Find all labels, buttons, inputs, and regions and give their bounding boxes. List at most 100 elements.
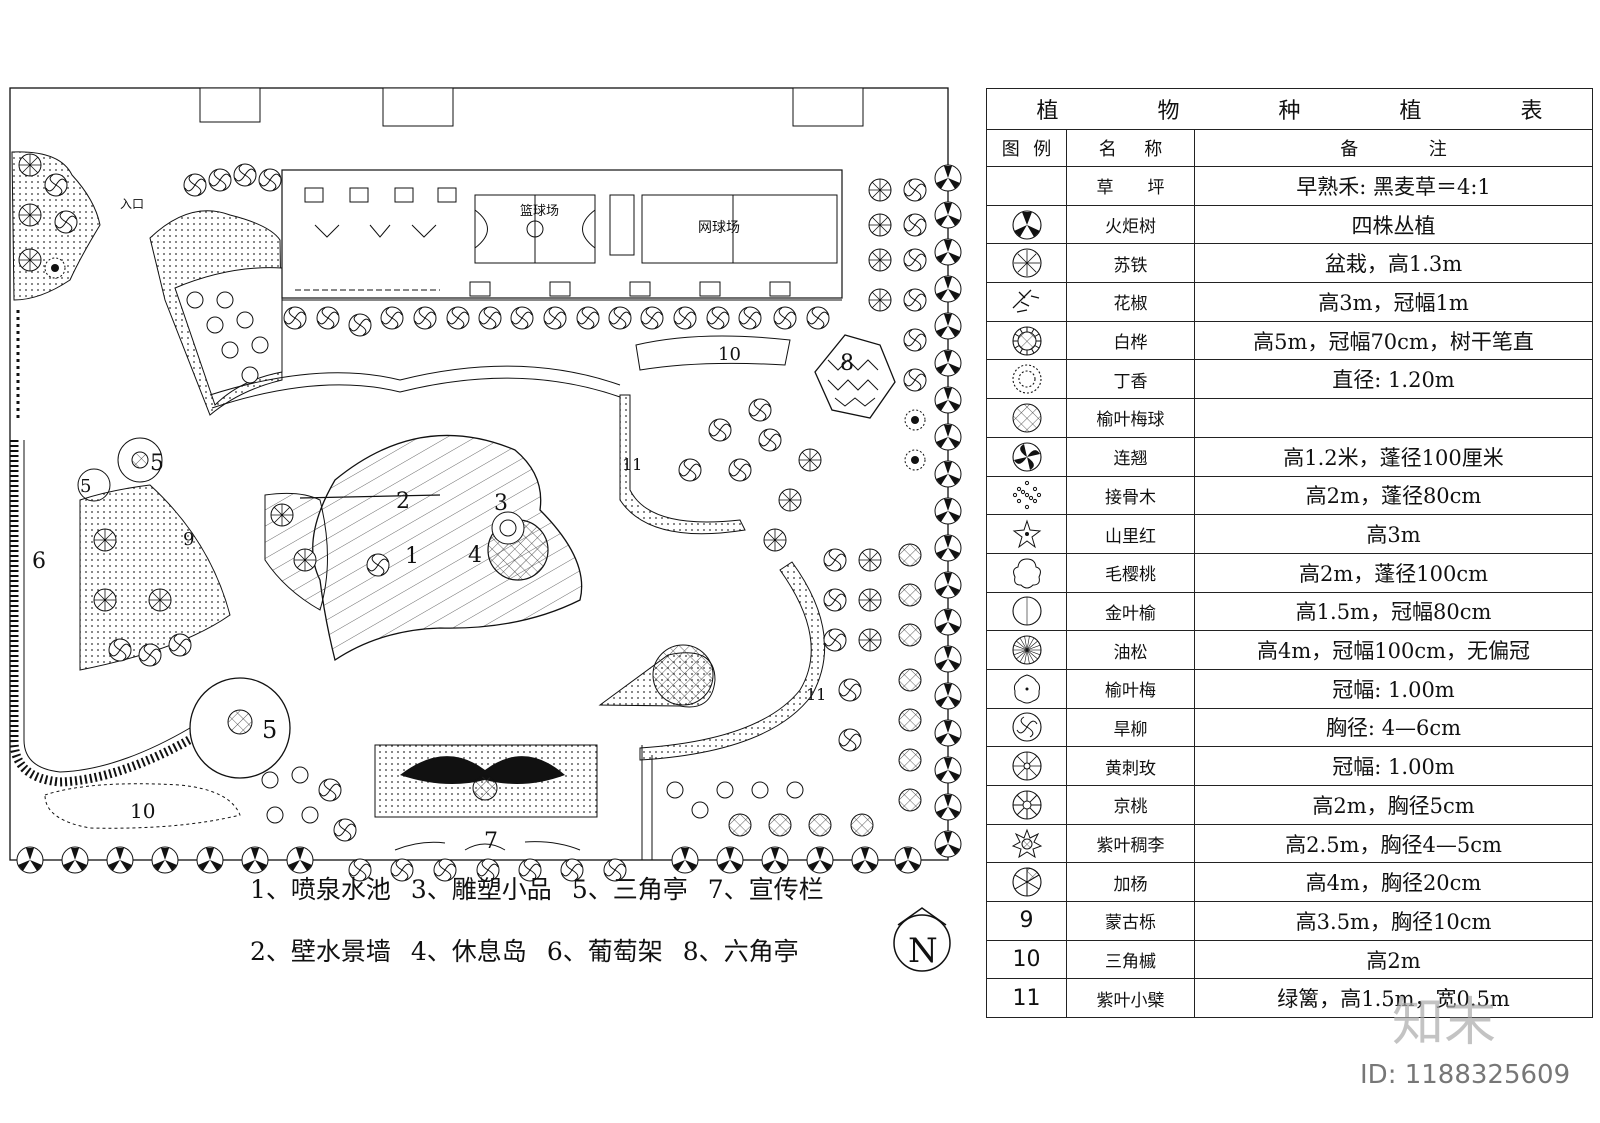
title-char: 备	[1340, 139, 1359, 160]
willow-icon	[986, 707, 1067, 748]
title-char: 注	[1428, 139, 1447, 160]
table-row: 油松高4m，冠幅100cm，无偏冠	[986, 630, 1594, 670]
table-row: 丁香直径: 1.20m	[986, 359, 1594, 400]
sports-area	[281, 169, 843, 299]
title-char: 名	[1098, 139, 1117, 160]
elder-icon	[986, 475, 1067, 516]
svg-text:8: 8	[840, 351, 854, 376]
title-char: 物	[1157, 99, 1180, 124]
plant-name: 京桃	[1066, 785, 1195, 825]
peach-icon	[986, 785, 1067, 825]
plant-note	[1193, 398, 1594, 438]
plant-name: 火炬树	[1066, 204, 1195, 245]
elm-ball-icon	[986, 398, 1067, 438]
plant-name: 苏铁	[1066, 243, 1195, 284]
table-row: 连翘高1.2米，蓬径100厘米	[986, 436, 1594, 477]
legend-item: 5、三角亭	[571, 875, 688, 904]
table-row: 旱柳胸径: 4—6cm	[986, 707, 1594, 748]
torch-tree-icon	[986, 204, 1067, 245]
plant-note: 高4m，胸径20cm	[1193, 862, 1594, 903]
title-char: 种	[1278, 99, 1301, 124]
plant-name: 山里红	[1066, 514, 1195, 554]
watermark-id: ID: 1188325609	[1360, 1060, 1571, 1090]
pine-icon	[986, 630, 1067, 670]
plant-note: 高1.5m，冠幅80cm	[1193, 591, 1594, 632]
plant-name: 榆叶梅	[1066, 668, 1195, 709]
plant-note: 高1.2米，蓬径100厘米	[1193, 436, 1594, 477]
plant-note: 绿篱，高1.5m，宽0.5m	[1193, 978, 1594, 1019]
header-note: 备注	[1196, 135, 1592, 161]
tennis-label: 网球场	[698, 220, 740, 236]
svg-text:3: 3	[494, 491, 508, 516]
table-row: 榆叶梅球	[986, 398, 1594, 438]
plant-note: 冠幅: 1.00m	[1193, 746, 1594, 786]
basketball-label: 篮球场	[520, 204, 559, 219]
plant-name: 草 坪	[1066, 166, 1195, 206]
plum-icon	[986, 823, 1067, 864]
plant-name: 金叶榆	[1066, 591, 1195, 632]
plant-name: 接骨木	[1066, 475, 1195, 516]
plant-note: 高3m	[1193, 514, 1594, 554]
svg-text:2: 2	[396, 489, 410, 514]
plant-note: 高5m，冠幅70cm，树干笔直	[1193, 320, 1594, 361]
plant-name: 加杨	[1066, 862, 1195, 903]
title-char: 图	[1001, 139, 1020, 160]
birch-icon	[986, 320, 1067, 361]
rose-icon	[986, 746, 1067, 786]
plant-note: 高3m，冠幅1m	[1193, 282, 1594, 322]
empty-symbol-cell	[986, 166, 1067, 206]
title-char: 植	[1036, 99, 1059, 124]
table-row: 花椒高3m，冠幅1m	[986, 282, 1594, 322]
north-arrow-icon: N	[893, 907, 951, 972]
table-row: 山里红高3m	[986, 514, 1594, 554]
table-title: 植物种植表	[988, 93, 1592, 125]
row-number: 10	[986, 939, 1067, 980]
cycad-icon	[986, 243, 1067, 284]
plant-name: 油松	[1066, 630, 1195, 670]
legend-item: 2、壁水景墙	[250, 937, 391, 966]
table-row: 榆叶梅冠幅: 1.00m	[986, 668, 1594, 709]
cherry-icon	[986, 552, 1067, 593]
title-char: 表	[1520, 99, 1543, 124]
svg-text:9: 9	[183, 529, 194, 550]
table-row: 京桃高2m，胸径5cm	[986, 785, 1594, 825]
area-6-label: 6	[32, 549, 46, 574]
tennis-court	[641, 194, 838, 264]
north-letter: N	[908, 931, 938, 971]
flowering-plum-icon	[986, 668, 1067, 709]
plant-note: 高4m，冠幅100cm，无偏冠	[1193, 630, 1594, 670]
plant-name: 白桦	[1066, 320, 1195, 361]
svg-text:11: 11	[622, 455, 642, 474]
table-row: 黄刺玫冠幅: 1.00m	[986, 746, 1594, 786]
table-row: 白桦高5m，冠幅70cm，树干笔直	[986, 320, 1594, 361]
hawthorn-icon	[986, 514, 1067, 554]
plant-note: 高3.5m，胸径10cm	[1193, 901, 1594, 941]
svg-text:1: 1	[405, 544, 419, 569]
svg-text:11: 11	[806, 685, 826, 704]
plant-name: 紫叶稠李	[1066, 823, 1195, 864]
table-row: 毛樱桃高2m，蓬径100cm	[986, 552, 1594, 593]
plant-name: 蒙古栎	[1066, 901, 1195, 941]
legend-item: 8、六角亭	[682, 937, 799, 966]
legend-item: 4、休息岛	[410, 937, 527, 966]
plant-note: 高2m，蓬径100cm	[1193, 552, 1594, 593]
title-char: 植	[1399, 99, 1422, 124]
plant-note: 四株丛植	[1193, 204, 1594, 245]
table-row: 金叶榆高1.5m，冠幅80cm	[986, 591, 1594, 632]
plant-name: 旱柳	[1066, 707, 1195, 748]
table-row: 苏铁盆栽，高1.3m	[986, 243, 1594, 284]
plant-name: 三角槭	[1066, 939, 1195, 980]
header-legend: 图例	[988, 135, 1066, 161]
golden-elm-icon	[986, 591, 1067, 632]
table-row: 紫叶稠李高2.5m，胸径4—5cm	[986, 823, 1594, 864]
left-planting-bed	[79, 484, 231, 671]
plant-note: 盆栽，高1.3m	[1193, 243, 1594, 284]
plant-name: 连翘	[1066, 436, 1195, 477]
hexagon-pavilion	[814, 334, 896, 419]
svg-text:5: 5	[262, 716, 277, 744]
